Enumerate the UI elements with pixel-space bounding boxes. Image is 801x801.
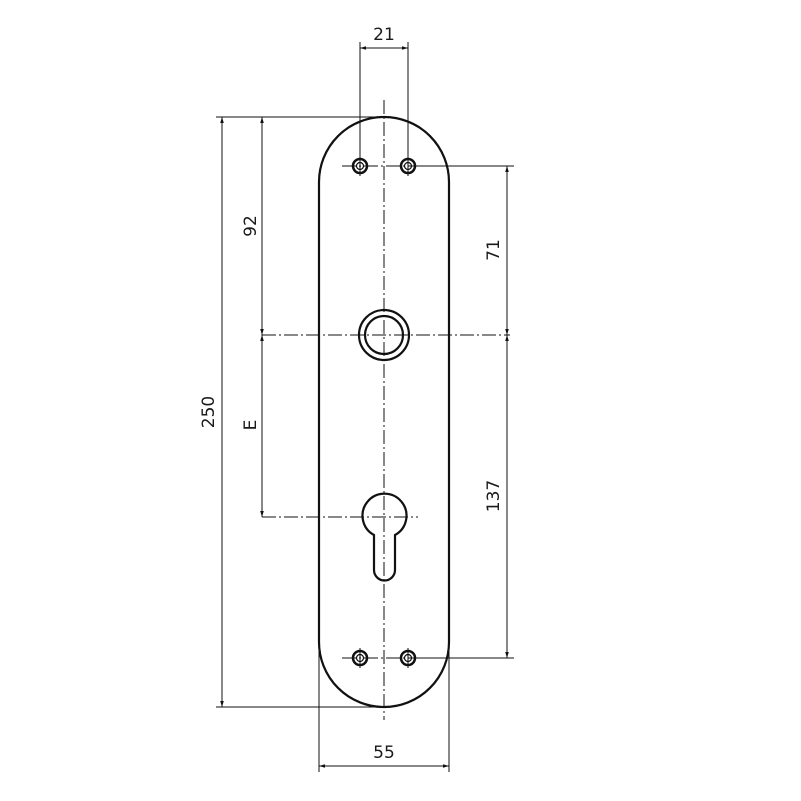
handle-hole: [357, 308, 411, 362]
keyhole-cutout: [361, 492, 408, 582]
plate-outline: [317, 115, 451, 709]
dim-text-screw-spacing: 21: [373, 25, 395, 45]
dim-text-handle-to-bottom-screw: 137: [484, 480, 504, 512]
dim-text-keyhole-distance: E: [241, 420, 261, 431]
dim-text-plate-width: 55: [373, 743, 395, 763]
dim-text-top-screw-to-handle: 71: [484, 239, 504, 261]
extension-lines: [216, 42, 514, 772]
dim-text-plate-height: 250: [199, 396, 219, 428]
dim-text-handle-offset: 92: [241, 215, 261, 237]
